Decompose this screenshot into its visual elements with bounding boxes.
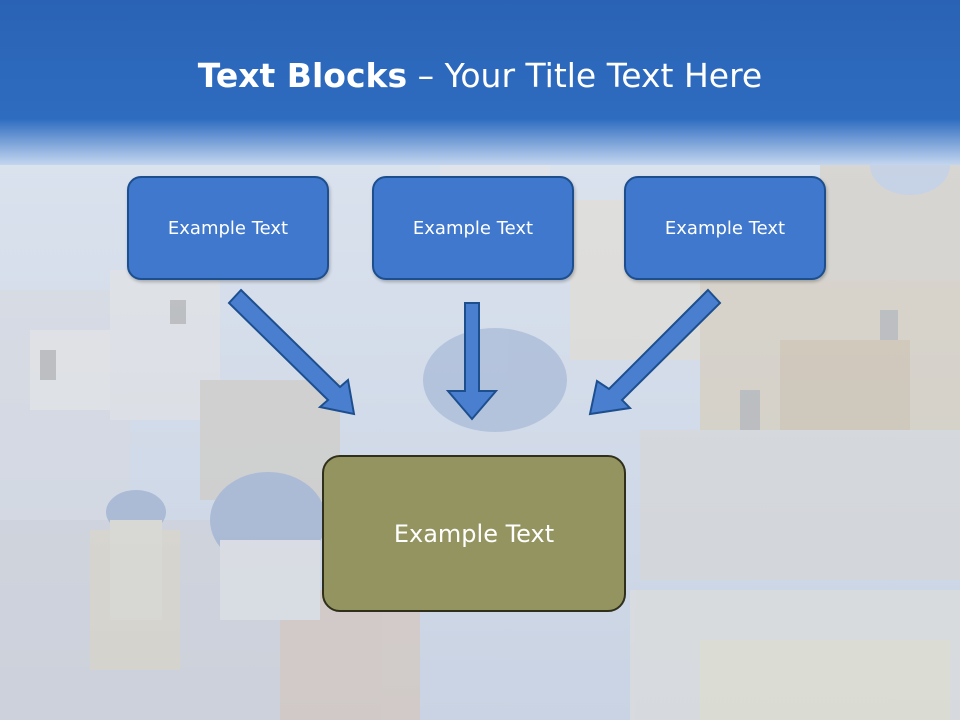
arrow-center-icon — [445, 302, 499, 421]
title-dash: – — [407, 56, 445, 95]
text-block-1: Example Text — [127, 176, 329, 280]
center-text-block: Example Text — [322, 455, 626, 612]
text-block-1-label: Example Text — [167, 217, 289, 239]
text-block-2: Example Text — [372, 176, 574, 280]
center-text-block-label: Example Text — [393, 519, 555, 548]
slide-title: Text Blocks – Your Title Text Here — [0, 54, 960, 98]
arrow-right-icon — [588, 288, 722, 416]
text-block-2-label: Example Text — [412, 217, 534, 239]
text-block-3-label: Example Text — [664, 217, 786, 239]
arrow-left-icon — [227, 288, 356, 416]
text-block-3: Example Text — [624, 176, 826, 280]
title-rest: Your Title Text Here — [444, 56, 763, 95]
title-bold: Text Blocks — [197, 56, 408, 95]
